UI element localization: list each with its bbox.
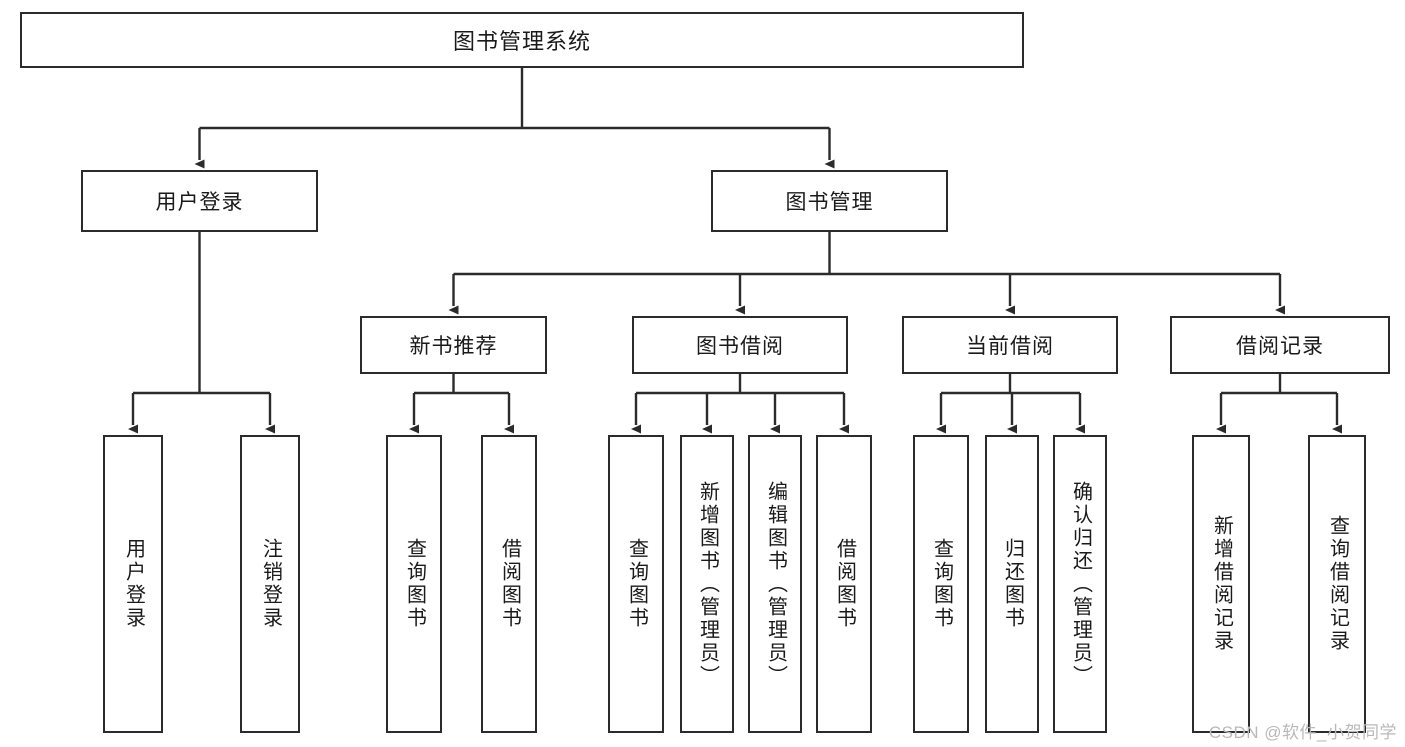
node-l_add[interactable]: 新增图书（管理员） bbox=[680, 435, 734, 733]
node-label: 用户登录 bbox=[122, 538, 145, 630]
node-l_queryrec[interactable]: 查询借阅记录 bbox=[1308, 435, 1366, 733]
node-label: 查询图书 bbox=[403, 538, 426, 630]
node-records[interactable]: 借阅记录 bbox=[1170, 316, 1390, 374]
node-label: 借阅记录 bbox=[1236, 335, 1324, 358]
node-l_query1[interactable]: 查询图书 bbox=[386, 435, 442, 733]
node-label: 查询借阅记录 bbox=[1326, 515, 1349, 653]
node-l_edit[interactable]: 编辑图书（管理员） bbox=[748, 435, 802, 733]
node-label: 归还图书 bbox=[1001, 538, 1024, 630]
node-label: 查询图书 bbox=[930, 538, 953, 630]
node-l_return[interactable]: 归还图书 bbox=[985, 435, 1039, 733]
node-l_logout[interactable]: 注销登录 bbox=[240, 435, 300, 733]
node-label: 新增借阅记录 bbox=[1210, 515, 1233, 653]
node-newbook[interactable]: 新书推荐 bbox=[360, 316, 547, 374]
node-label: 确认归还（管理员） bbox=[1069, 480, 1092, 688]
node-label: 图书借阅 bbox=[696, 335, 784, 358]
node-current[interactable]: 当前借阅 bbox=[902, 316, 1118, 374]
node-label: 新书推荐 bbox=[409, 335, 498, 358]
node-label: 图书管理 bbox=[785, 191, 874, 214]
node-l_borrow2[interactable]: 借阅图书 bbox=[816, 435, 872, 733]
node-l_query2[interactable]: 查询图书 bbox=[608, 435, 664, 733]
watermark: CSDN @软件_小贺同学 bbox=[1208, 723, 1397, 742]
node-l_confirm[interactable]: 确认归还（管理员） bbox=[1053, 435, 1107, 733]
node-label: 借阅图书 bbox=[498, 538, 521, 630]
node-l_addrec[interactable]: 新增借阅记录 bbox=[1192, 435, 1250, 733]
node-label: 注销登录 bbox=[259, 538, 282, 630]
node-l_query3[interactable]: 查询图书 bbox=[913, 435, 969, 733]
node-label: 新增图书（管理员） bbox=[696, 480, 719, 688]
node-root[interactable]: 图书管理系统 bbox=[20, 12, 1024, 68]
node-login[interactable]: 用户登录 bbox=[81, 170, 318, 232]
node-borrow[interactable]: 图书借阅 bbox=[632, 316, 848, 374]
node-label: 图书管理系统 bbox=[452, 29, 591, 54]
node-label: 用户登录 bbox=[155, 191, 244, 214]
node-l_login[interactable]: 用户登录 bbox=[103, 435, 163, 733]
node-label: 当前借阅 bbox=[966, 335, 1054, 358]
node-label: 查询图书 bbox=[625, 538, 648, 630]
node-bookmgmt[interactable]: 图书管理 bbox=[711, 170, 948, 232]
node-label: 编辑图书（管理员） bbox=[764, 480, 787, 688]
node-label: 借阅图书 bbox=[833, 538, 856, 630]
node-l_borrow1[interactable]: 借阅图书 bbox=[481, 435, 537, 733]
